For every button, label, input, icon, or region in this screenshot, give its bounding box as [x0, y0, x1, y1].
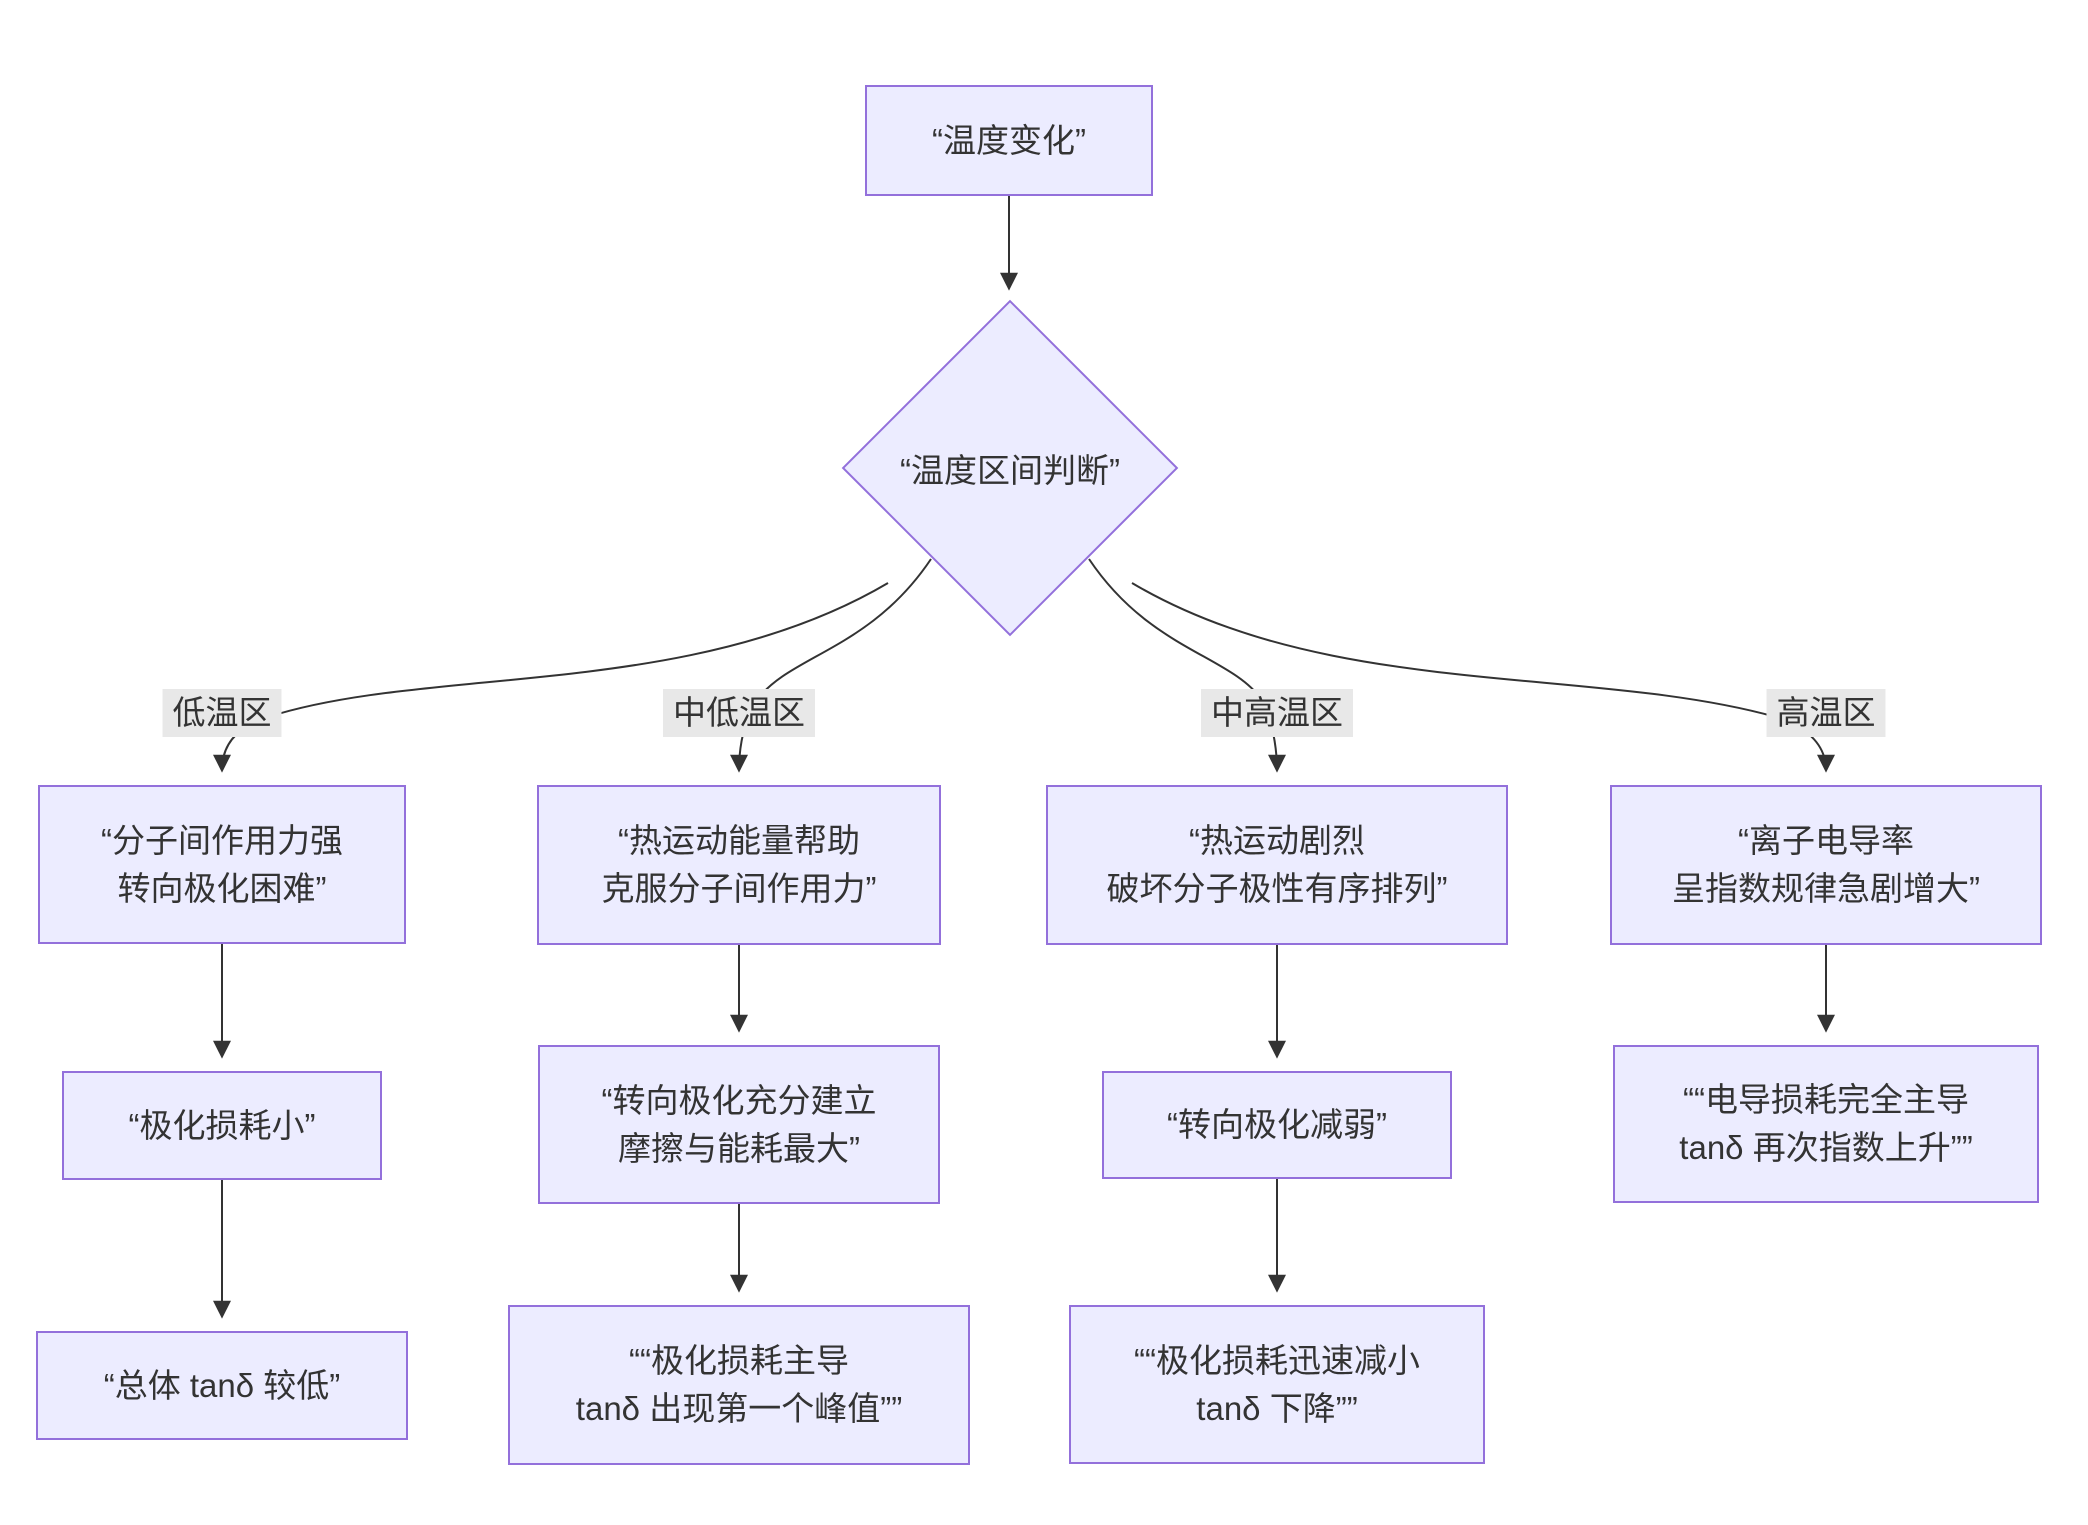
node-text: “极化损耗小”: [128, 1106, 316, 1144]
node-text: “转向极化减弱”: [1167, 1106, 1387, 1143]
node-text: ““电导损耗完全主导: [1683, 1081, 1969, 1118]
node-text: 转向极化困难”: [117, 869, 327, 907]
node-branch4-box1: “离子电导率 呈指数规律急剧增大”: [1610, 785, 2042, 945]
node-text: 破坏分子极性有序排列”: [1106, 870, 1448, 907]
edge-label-mid-low-temp: 中低温区: [663, 689, 815, 737]
node-temperature-change: “温度变化”: [865, 85, 1153, 196]
edge-decision-to-branch1: [213, 582, 889, 773]
node-text: tanδ 再次指数上升””: [1679, 1129, 1973, 1166]
node-text: tanδ 出现第一个峰值””: [575, 1390, 903, 1427]
node-branch4-box2: ““电导损耗完全主导 tanδ 再次指数上升””: [1613, 1045, 2039, 1203]
decision-diamond-label: “温度区间判断”: [900, 452, 1120, 489]
node-text: “总体 tanδ 较低”: [103, 1366, 341, 1404]
node-text: 摩擦与能耗最大”: [618, 1129, 860, 1167]
node-branch3-box1: “热运动剧烈 破坏分子极性有序排列”: [1046, 785, 1508, 945]
node-branch1-box3: “总体 tanδ 较低”: [36, 1331, 408, 1440]
node-text: tanδ 下降””: [1196, 1389, 1358, 1427]
node-text: “转向极化充分建立: [601, 1081, 877, 1119]
node-branch3-box3: ““极化损耗迅速减小 tanδ 下降””: [1069, 1305, 1485, 1464]
node-branch2-box1: “热运动能量帮助 克服分子间作用力”: [537, 785, 941, 945]
node-text: 克服分子间作用力”: [601, 870, 877, 907]
node-text: “热运动能量帮助: [618, 822, 860, 859]
edge-label-mid-high-temp: 中高温区: [1201, 689, 1353, 737]
edge-decision-to-branch3: [1088, 558, 1286, 773]
node-branch2-box3: ““极化损耗主导 tanδ 出现第一个峰值””: [508, 1305, 970, 1465]
edge-label-high-temp: 高温区: [1766, 689, 1886, 737]
node-text: ““极化损耗迅速减小: [1134, 1341, 1420, 1379]
node-branch1-box2: “极化损耗小”: [62, 1071, 382, 1180]
node-branch2-box2: “转向极化充分建立 摩擦与能耗最大”: [538, 1045, 940, 1204]
node-branch1-box1: “分子间作用力强 转向极化困难”: [38, 785, 406, 944]
node-text: “离子电导率: [1738, 822, 1914, 859]
node-text: 呈指数规律急剧增大”: [1672, 870, 1980, 907]
edge-label-low-temp: 低温区: [162, 689, 282, 737]
node-text: ““极化损耗主导: [629, 1342, 849, 1379]
node-branch3-box2: “转向极化减弱”: [1102, 1071, 1452, 1179]
node-text: “分子间作用力强: [101, 821, 343, 859]
node-text: “温度变化”: [932, 121, 1086, 159]
edge-decision-to-branch2: [730, 558, 932, 773]
node-text: “热运动剧烈: [1189, 822, 1365, 859]
